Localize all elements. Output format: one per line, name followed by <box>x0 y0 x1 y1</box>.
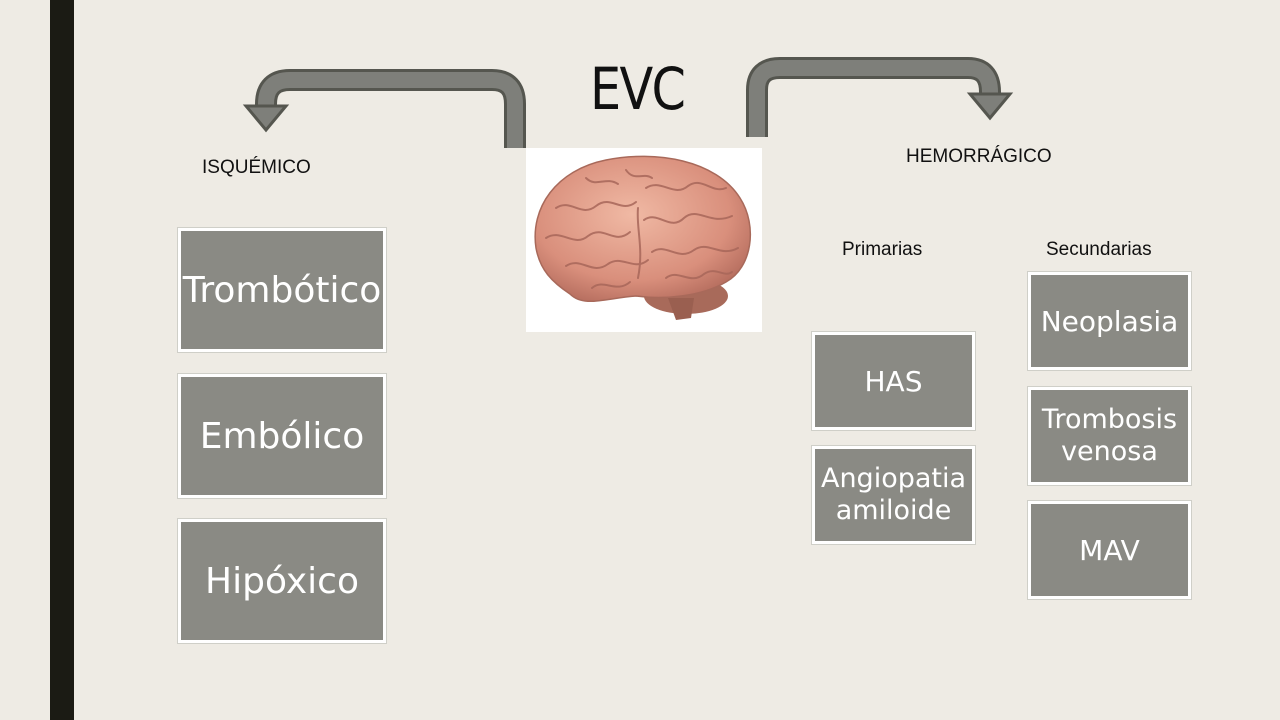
primary-label: Primarias <box>842 239 923 260</box>
ischemic-item-embolic: Embólico <box>177 373 387 499</box>
brain-image <box>526 148 762 332</box>
box-label: Hipóxico <box>205 560 359 602</box>
secondary-item-mav: MAV <box>1027 500 1192 600</box>
curved-arrow-left-icon <box>242 69 526 148</box>
hemorrhagic-label: HEMORRÁGICO <box>906 146 1052 167</box>
box-label: Neoplasia <box>1040 304 1179 338</box>
secondary-item-venous-thrombosis: Trombosis venosa <box>1027 386 1192 486</box>
box-label: Trombosis venosa <box>1041 404 1178 467</box>
diagram-title: EVC <box>590 55 686 123</box>
box-label: Trombótico <box>182 269 382 311</box>
ischemic-item-hypoxic: Hipóxico <box>177 518 387 644</box>
box-label: MAV <box>1079 533 1140 567</box>
secondary-label: Secundarias <box>1046 239 1152 260</box>
primary-item-has: HAS <box>811 331 976 431</box>
side-accent-bar <box>50 0 74 720</box>
ischemic-item-thrombotic: Trombótico <box>177 227 387 353</box>
box-label: Embólico <box>199 415 365 457</box>
primary-item-amyloid-angiopathy: Angiopatia amiloide <box>811 445 976 545</box>
secondary-item-neoplasia: Neoplasia <box>1027 271 1192 371</box>
box-label: Angiopatia amiloide <box>820 463 967 526</box>
ischemic-label: ISQUÉMICO <box>202 157 311 178</box>
curved-arrow-right-icon <box>746 57 1014 137</box>
box-label: HAS <box>864 364 923 398</box>
